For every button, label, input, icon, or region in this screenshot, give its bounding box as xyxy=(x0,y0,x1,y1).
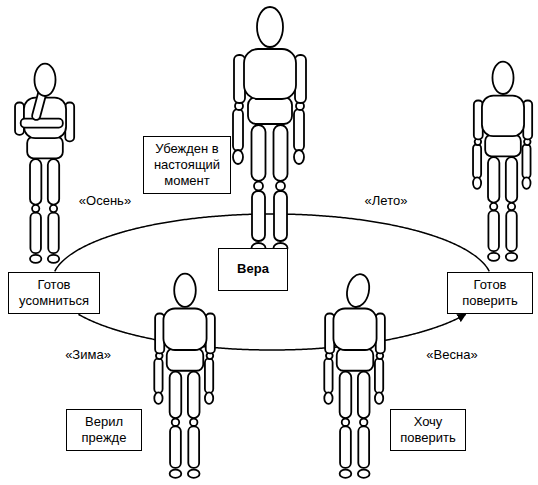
mannequin-part xyxy=(233,109,243,151)
mannequin-part xyxy=(324,358,332,393)
mannequin-part xyxy=(294,150,304,164)
mannequin-part xyxy=(254,182,263,191)
mannequin-part xyxy=(34,64,55,96)
mannequin-part xyxy=(340,426,351,468)
mannequin-part xyxy=(488,157,499,202)
box-text: Хочу поверить xyxy=(397,414,459,447)
text-box: Верил прежде xyxy=(66,409,142,452)
mannequin-part xyxy=(48,213,59,254)
mannequin-part xyxy=(172,418,179,425)
mannequin-part xyxy=(522,177,530,188)
season-label: «Зима» xyxy=(63,347,113,363)
season-label: «Осень» xyxy=(77,193,133,209)
cycle-arc xyxy=(78,314,465,350)
mannequin-part xyxy=(170,372,182,418)
mannequin-part xyxy=(50,205,57,212)
mannequin-part xyxy=(375,392,383,404)
mannequin-figure xyxy=(154,274,215,478)
mannequin-part xyxy=(488,253,499,261)
season-label: «Весна» xyxy=(424,347,479,363)
mannequin-part xyxy=(188,372,200,418)
mannequin-part xyxy=(154,358,162,393)
mannequin-part xyxy=(375,358,383,393)
mannequin-part xyxy=(337,348,374,370)
mannequin-part xyxy=(340,470,352,478)
mannequin-part xyxy=(490,203,497,210)
mannequin-part xyxy=(233,150,243,164)
mannequin-part xyxy=(506,211,517,252)
text-box: Вера xyxy=(218,248,288,291)
mannequin-figure xyxy=(324,272,385,478)
mannequin-part xyxy=(248,97,292,124)
mannequin-part xyxy=(488,211,499,252)
mannequin-part xyxy=(48,255,59,263)
mannequin-part xyxy=(473,177,481,188)
mannequin-part xyxy=(252,191,265,241)
mannequin-part xyxy=(358,426,369,468)
mannequin-part xyxy=(506,157,517,202)
mannequin-part xyxy=(48,159,59,204)
box-text: Вера xyxy=(225,261,281,277)
mannequin-part xyxy=(274,191,287,241)
mannequin-part xyxy=(294,109,304,151)
mannequin-part xyxy=(32,205,39,212)
season-label: «Лето» xyxy=(363,193,410,209)
mannequin-part xyxy=(342,418,349,425)
mannequin-part xyxy=(163,309,206,351)
mannequin-part xyxy=(358,470,370,478)
mannequin-part xyxy=(30,213,41,254)
text-box: Хочу поверить xyxy=(390,409,466,452)
mannequin-part xyxy=(485,135,521,157)
mannequin-part xyxy=(324,392,332,404)
mannequin-figure xyxy=(233,7,306,253)
text-box: Убежден в настоящий момент xyxy=(143,136,231,195)
mannequin-part xyxy=(174,274,196,307)
mannequin-part xyxy=(188,470,200,478)
mannequin-part xyxy=(252,125,266,181)
mannequin-part xyxy=(344,272,372,309)
mannequin-part xyxy=(188,426,199,468)
mannequin-figure xyxy=(15,64,74,263)
mannequin-part xyxy=(30,255,41,263)
mannequin-part xyxy=(274,125,288,181)
text-box: Готов поверить xyxy=(447,272,533,315)
mannequin-part xyxy=(27,137,63,159)
mannequin-part xyxy=(473,144,481,178)
mannequin-part xyxy=(257,7,283,47)
mannequin-part xyxy=(170,426,181,468)
mannequin-part xyxy=(340,372,352,418)
mannequin-part xyxy=(360,418,367,425)
mannequin-part xyxy=(358,372,370,418)
text-box: Готов усомниться xyxy=(8,272,100,315)
mannequin-part xyxy=(244,49,296,99)
mannequin-part xyxy=(190,418,197,425)
mannequin-part xyxy=(482,96,524,137)
mannequin-part xyxy=(506,253,517,261)
mannequin-part xyxy=(154,392,162,404)
box-text: Убежден в настоящий момент xyxy=(150,141,224,190)
mannequin-part xyxy=(170,470,182,478)
box-text: Готов поверить xyxy=(454,277,526,310)
mannequin-part xyxy=(492,62,513,94)
mannequin-part xyxy=(333,309,376,351)
mannequin-part xyxy=(522,144,530,178)
mannequin-part xyxy=(30,159,41,204)
box-text: Готов усомниться xyxy=(15,277,93,310)
mannequin-part xyxy=(205,358,213,393)
mannequin-part xyxy=(508,203,515,210)
box-text: Верил прежде xyxy=(73,414,135,447)
mannequin-part xyxy=(167,348,204,370)
mannequin-figure xyxy=(473,62,532,261)
mannequin-part xyxy=(205,392,213,404)
mannequin-part xyxy=(276,182,285,191)
mannequin-part xyxy=(21,119,63,128)
